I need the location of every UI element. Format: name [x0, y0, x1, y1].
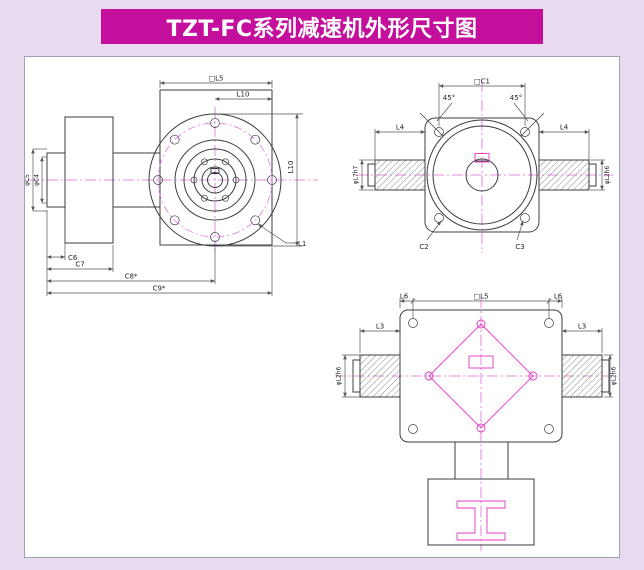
dim-l10-top-label: L10 — [237, 91, 250, 99]
angle-left-label: 45° — [443, 94, 455, 102]
dim-c9-label: C9* — [153, 285, 166, 293]
front-view: □C1 45° 45° L4 L4 φL7h7 φL2h6 C2 C3 — [353, 78, 613, 253]
diagonal-45-right — [520, 112, 545, 137]
right-shaft — [538, 159, 590, 191]
dim-l2-front-right-label: φL2h6 — [604, 165, 611, 184]
top-view-labels: L6 □L5 L6 L3 L3 φL2h6 φL2h6 — [336, 293, 618, 386]
keyway — [210, 168, 220, 174]
input-flange-hidden-section — [456, 500, 506, 541]
title-banner: TZT-FC系列减速机外形尺寸图 — [101, 9, 543, 44]
right-shaft-end — [588, 163, 597, 187]
dim-l5-top-view-label: □L5 — [474, 293, 489, 301]
input-flange — [427, 478, 535, 546]
dim-l1-label: L1 — [298, 240, 306, 248]
dim-c1-label: □C1 — [474, 78, 490, 86]
keyway-hidden — [474, 153, 490, 163]
left-output-shaft — [359, 354, 401, 398]
dim-c8-label: C8* — [125, 273, 138, 281]
pilot-circle-outer — [426, 119, 538, 231]
dim-l6-left-label: L6 — [400, 293, 409, 301]
dim-c2-label: C2 — [419, 243, 428, 251]
left-shaft — [374, 159, 426, 191]
side-view-dimensions — [31, 80, 303, 296]
front-view-geometry — [367, 112, 597, 233]
drawing-sheet: □L5 L10 L10 L1 φC5 φC4 C6 C7 C8* C9* — [24, 56, 620, 558]
side-view-labels: □L5 L10 L10 L1 φC5 φC4 C6 C7 C8* C9* — [25, 75, 306, 293]
shaft-housing — [64, 116, 114, 244]
top-view: L6 □L5 L6 L3 L3 φL2h6 φL2h6 — [335, 293, 618, 551]
dim-l6-right-label: L6 — [554, 293, 563, 301]
dim-l10-side-label: L10 — [287, 161, 295, 174]
flange-outer-circle — [148, 113, 282, 247]
top-view-hidden-details — [424, 319, 538, 541]
side-view-centerlines — [28, 107, 318, 254]
input-bore — [465, 158, 499, 192]
top-view-geometry — [352, 309, 610, 546]
body-corner-holes — [408, 318, 554, 434]
dim-c5-label: φC5 — [25, 174, 31, 186]
front-view-dimensions — [359, 83, 605, 241]
dimension-drawing: □L5 L10 L10 L1 φC5 φC4 C6 C7 C8* C9* — [25, 75, 618, 551]
angle-right-label: 45° — [510, 94, 522, 102]
dim-l2-top-left-label: φL2h6 — [336, 366, 343, 385]
diagonal-45-left — [419, 112, 444, 137]
page-title: TZT-FC系列减速机外形尺寸图 — [166, 16, 478, 42]
dim-c7-label: C7 — [75, 261, 84, 269]
gearbox-body — [159, 89, 273, 246]
front-view-labels: □C1 45° 45° L4 L4 φL7h7 φL2h6 C2 C3 — [353, 78, 612, 252]
top-view-dimensions — [342, 298, 613, 398]
left-output-shaft-end — [352, 359, 361, 393]
bolt-circle — [157, 122, 273, 238]
dim-l3-left-label: L3 — [376, 323, 384, 331]
hub-screw-holes — [190, 158, 240, 202]
right-output-shaft — [561, 354, 603, 398]
dim-l2-top-right-label: φL2h6 — [611, 366, 618, 385]
side-view: □L5 L10 L10 L1 φC5 φC4 C6 C7 C8* C9* — [25, 75, 318, 296]
dim-c4-label: φC4 — [34, 174, 41, 186]
dim-l7-label: φL7h7 — [353, 165, 360, 184]
side-view-geometry — [46, 89, 282, 247]
dim-c6-label: C6 — [68, 254, 78, 262]
top-view-centerlines — [335, 297, 617, 551]
dim-l4-left-label: L4 — [396, 124, 405, 132]
dim-c3-label: C3 — [515, 243, 524, 251]
dim-l4-right-label: L4 — [560, 124, 569, 132]
dim-l3-right-label: L3 — [578, 323, 586, 331]
left-shaft-end — [367, 163, 376, 187]
dim-l5-label: □L5 — [209, 75, 224, 83]
